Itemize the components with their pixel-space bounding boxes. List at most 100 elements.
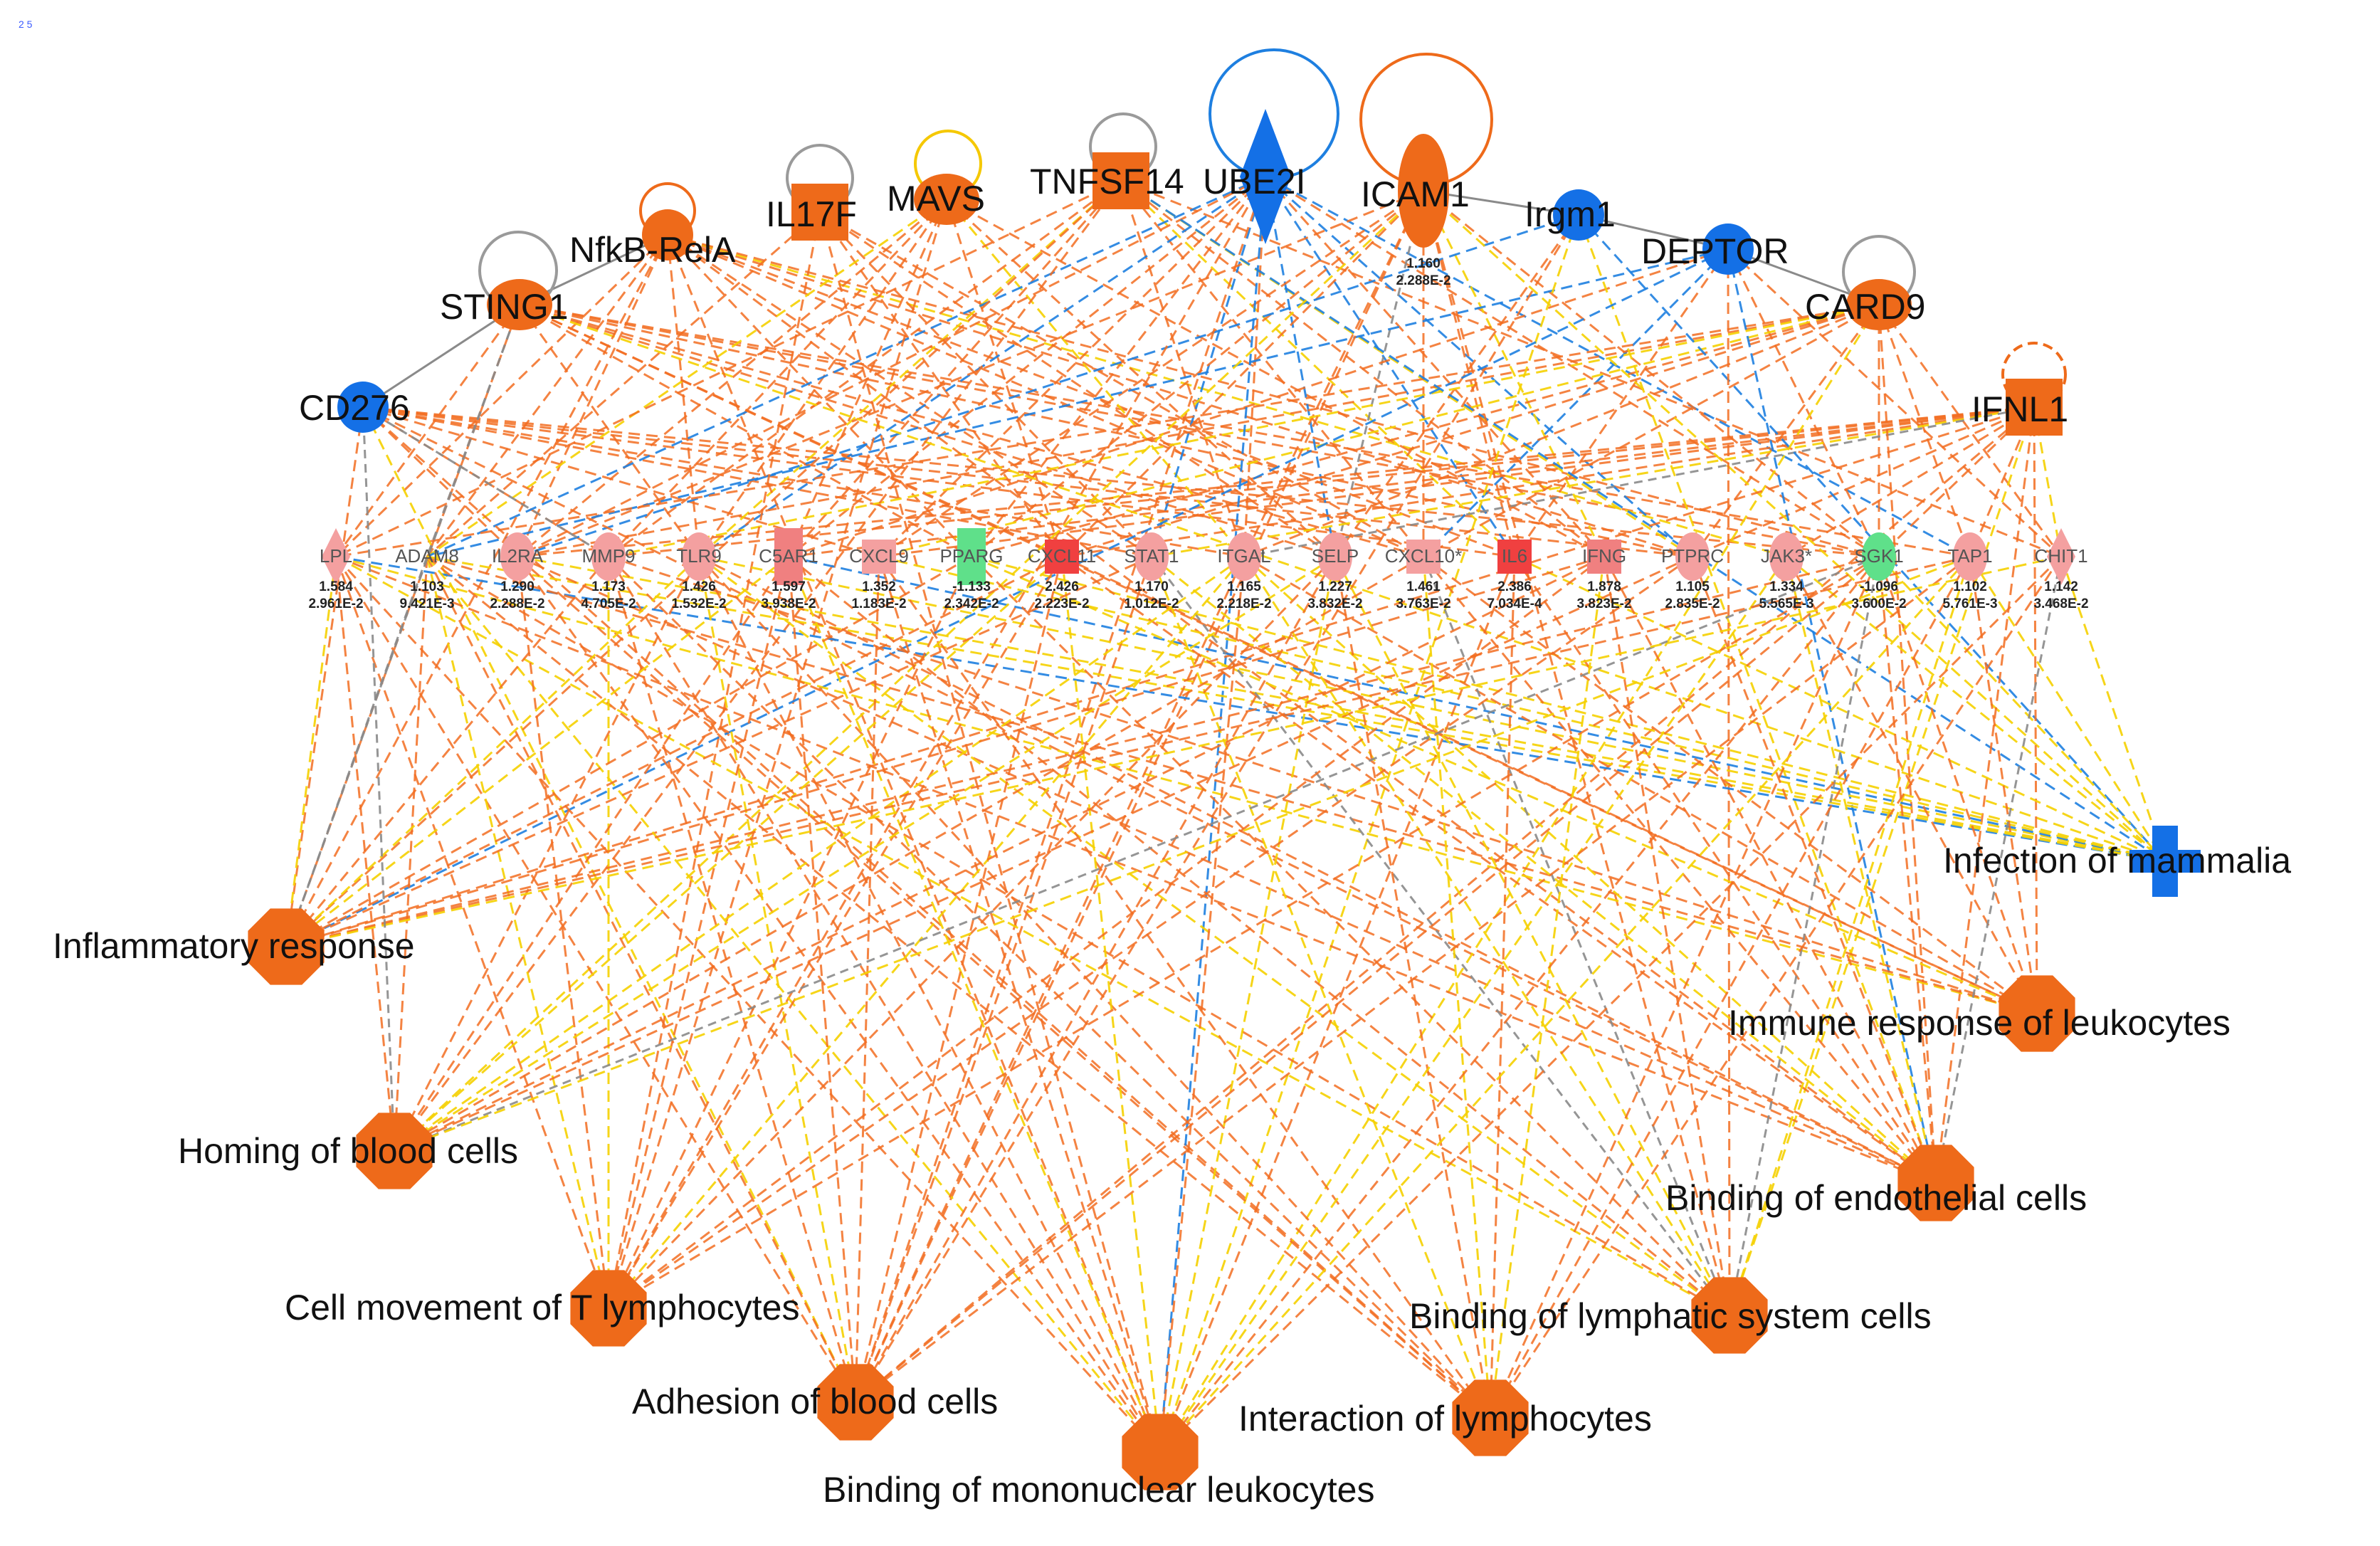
edge-nfkb-tlr9 (666, 234, 700, 557)
edge-ube2i-f-adh (854, 176, 1267, 1403)
regulator-node-ifnl1[interactable]: IFNL1 (1971, 379, 2068, 436)
regulator-node-cd276[interactable]: CD276 (299, 382, 410, 433)
molecule-label: IFNG (1582, 545, 1626, 567)
molecule-p-value: 3.832E-2 (1307, 596, 1362, 611)
molecule-label: PPARG (939, 545, 1003, 567)
edge-c5ar1-f-mon (787, 556, 1162, 1453)
regulator-node-ube2i[interactable]: UBE2I (1203, 109, 1306, 244)
regulator-node-il17f[interactable]: IL17F (766, 184, 857, 241)
molecule-fold-change: 1.352 (862, 579, 896, 594)
edge-cxcl11-f-adh (854, 556, 1063, 1403)
edge-nfkb-f-mon (666, 234, 1162, 1453)
molecule-label: CXCL9 (849, 545, 909, 567)
molecule-p-value: 3.600E-2 (1851, 596, 1906, 611)
regulator-node-mavs[interactable]: MAVS (887, 174, 985, 225)
edge-tap1-f-inf (285, 555, 1971, 948)
molecule-shape (682, 532, 716, 581)
molecule-label: IL6 (1502, 545, 1527, 567)
molecule-shape (1406, 540, 1441, 574)
regulator-shape (487, 279, 552, 330)
molecule-fold-change: 1.170 (1134, 579, 1169, 594)
edge-nfkb-f-end (667, 233, 1937, 1184)
function-node-interaction-of-lymphocytes[interactable]: Interaction of lymphocytes (1238, 1379, 1652, 1456)
function-node-binding-of-mononuclear-leukocytes[interactable]: Binding of mononuclear leukocytes (823, 1414, 1374, 1510)
function-node-cell-movement-of-t-lymphocytes[interactable]: Cell movement of T lymphocytes (285, 1270, 799, 1347)
edge-nfkb-ptprc (667, 233, 1693, 558)
edge-c5ar1-f-inf (285, 555, 789, 948)
edge-c5ar1-f-tly (607, 556, 790, 1309)
regulator-node-nfkb-rela[interactable]: NfkB-RelA (569, 209, 736, 270)
regulator-node-sting1[interactable]: STING1 (440, 279, 569, 330)
edge-sting1-f-mam (519, 303, 2166, 863)
regulator-node-irgm1[interactable]: Irgm1 (1525, 189, 1616, 241)
regulator-node-deptor[interactable]: DEPTOR (1641, 224, 1789, 275)
edge-il17f-f-mon (818, 211, 1162, 1453)
molecule-shape (1497, 540, 1532, 574)
edge-deptor-cxcl10 (1422, 248, 1729, 558)
edge-chit1-f-inf (285, 555, 2062, 948)
edge-ube2i-ifng (1264, 176, 1606, 557)
molecule-p-value: 3.468E-2 (2033, 596, 2088, 611)
edge-ube2i-cxcl9 (878, 175, 1267, 558)
edge-ifng-f-end (1603, 556, 1937, 1184)
molecule-p-value: 2.835E-2 (1665, 596, 1720, 611)
function-node-homing-of-blood-cells[interactable]: Homing of blood cells (178, 1113, 518, 1189)
molecule-p-value: 1.012E-2 (1124, 596, 1179, 611)
function-node-binding-of-endothelial-cells[interactable]: Binding of endothelial cells (1665, 1145, 2087, 1221)
edge-pparg-f-lym (970, 555, 1731, 1317)
edge-ube2i-f-tly (607, 176, 1267, 1309)
edge-ifnl1-cxcl11 (1061, 406, 2035, 558)
function-node-adhesion-of-blood-cells[interactable]: Adhesion of blood cells (632, 1364, 998, 1441)
regulator-node-tnfsf14[interactable]: TNFSF14 (1030, 152, 1184, 209)
edge-tlr9-f-mam (698, 555, 2166, 863)
edge-lpl-f-end (335, 555, 1937, 1184)
edge-tnfsf14-chit1 (1120, 179, 2062, 558)
molecule-label: JAK3* (1761, 545, 1812, 567)
edge-mavs-f-tly (607, 199, 948, 1309)
molecule-p-value: 2.223E-2 (1034, 596, 1089, 611)
edge-icam1-cxcl11 (1060, 189, 1425, 558)
edge-mavs-itgal (945, 199, 1246, 557)
edge-sgk1-f-imm (1878, 556, 2038, 1014)
molecule-label: SELP (1312, 545, 1359, 567)
edge-cxcl11-f-mon (1060, 556, 1162, 1453)
molecule-p-value: 2.288E-2 (490, 596, 544, 611)
edge-deptor-sgk1 (1727, 248, 1880, 557)
edge-cd276-homing (362, 406, 396, 1152)
molecule-node-cxcl9[interactable]: CXCL9 1.352 1.183E-2 (849, 540, 909, 611)
molecule-p-value: 1.183E-2 (851, 596, 906, 611)
regulator-node-card9[interactable]: CARD9 (1805, 279, 1925, 330)
regulator-label: MAVS (887, 179, 985, 219)
edge-cxcl11-f-end (1061, 555, 1937, 1184)
function-node-inflammatory-response[interactable]: Inflammatory response (53, 908, 415, 985)
function-node-infection-of-mammalia[interactable]: Infection of mammalia (1943, 826, 2291, 897)
edge-cxcl9-f-int (878, 556, 1492, 1419)
function-node-immune-response-of-leukocytes[interactable]: Immune response of leukocytes (1728, 975, 2231, 1052)
edge-ifnl1-f-inf (285, 406, 2035, 948)
function-node-binding-of-lymphatic-system-cells[interactable]: Binding of lymphatic system cells (1409, 1277, 1932, 1354)
molecule-fold-change: 1.102 (1953, 579, 1987, 594)
edge-icam1-ifng (1422, 190, 1606, 557)
edge-adam8-f-imm (426, 555, 2038, 1015)
molecule-shape (322, 528, 350, 585)
